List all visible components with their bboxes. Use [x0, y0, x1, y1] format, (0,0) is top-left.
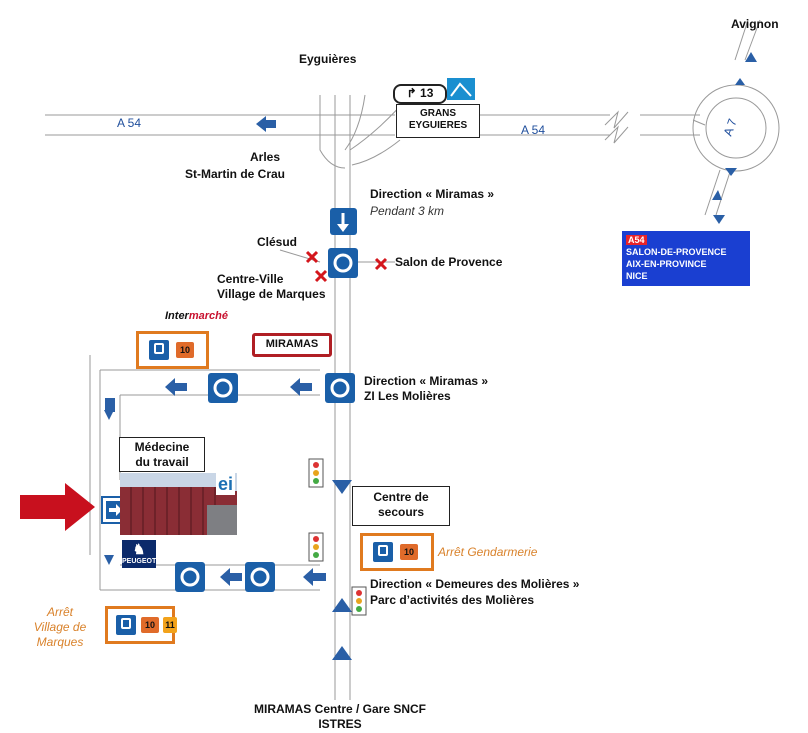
label-a54-left: A 54 — [117, 116, 142, 130]
label-st-martin: St-Martin de Crau — [184, 167, 285, 181]
bus-stop-village: 10 11 — [105, 606, 177, 644]
label-arret-village-2: Village de — [33, 620, 87, 634]
a54-tag: A54 — [626, 235, 647, 245]
label-arret-village-3: Marques — [36, 635, 84, 649]
miramas-sign: MIRAMAS — [252, 333, 332, 357]
medecine-line1: Médecine — [134, 440, 190, 454]
centre-secours-box: Centre de secours — [352, 486, 450, 526]
motorway-direction-sign: A54 SALON-DE-PROVENCE AIX-EN-PROVINCE NI… — [622, 231, 750, 286]
label-arles: Arles — [249, 150, 281, 164]
label-arret-gendarmerie: Arrêt Gendarmerie — [438, 545, 538, 559]
eyguieres-exit-text: EYGUIERES — [408, 120, 468, 131]
sign-line-3: NICE — [626, 271, 648, 281]
a7-interchange — [692, 19, 780, 216]
label-dir-demeures: Direction « Demeures des Molières » — [370, 577, 580, 591]
bus-line-10: 10 — [400, 544, 418, 560]
intermarche-a: Inter — [165, 310, 189, 322]
grans-text: GRANS — [419, 108, 457, 119]
exit-icon: ↱ — [406, 86, 417, 100]
label-village-marques: Village de Marques — [217, 287, 326, 301]
label-dir-miramas: Direction « Miramas » — [370, 187, 495, 201]
grans-sign: GRANS EYGUIERES — [396, 104, 480, 138]
bus-line-10: 10 — [141, 617, 159, 633]
bus-line-11: 11 — [163, 617, 177, 633]
label-eyguieres: Eyguières — [299, 52, 357, 66]
label-dir-miramas-zi: Direction « Miramas » — [364, 374, 489, 388]
sign-line-1: SALON-DE-PROVENCE — [626, 247, 727, 257]
traffic-lights — [308, 458, 367, 616]
bus-stop-intermarche: 10 — [136, 331, 209, 369]
destination-arrow — [20, 483, 95, 531]
label-pendant: Pendant 3 km — [370, 204, 445, 218]
sign-line-2: AIX-EN-PROVINCE — [626, 259, 707, 269]
roundabouts — [175, 248, 358, 592]
centre-secours-line2: secours — [377, 505, 425, 519]
label-salon: Salon de Provence — [395, 255, 503, 269]
label-zi: ZI Les Molières — [364, 389, 451, 403]
peugeot-logo: ♞ PEUGEOT — [122, 540, 156, 568]
label-a54-right: A 54 — [521, 123, 546, 137]
label-istres: ISTRES — [318, 717, 362, 731]
eiffage-logo: ei — [215, 473, 235, 495]
straight-ahead-sign — [330, 208, 357, 235]
bus-icon — [373, 542, 393, 562]
bus-line-10: 10 — [176, 342, 194, 358]
centre-secours-line1: Centre de — [373, 490, 429, 504]
a54-road — [45, 94, 700, 169]
label-miramas-centre: MIRAMAS Centre / Gare SNCF — [253, 702, 427, 716]
bus-stop-gendarmerie: 10 — [360, 533, 434, 571]
label-clesud: Clésud — [257, 235, 298, 249]
closed-exits — [305, 250, 388, 283]
bus-icon — [116, 615, 136, 635]
peugeot-text: PEUGEOT — [122, 558, 157, 565]
direction-arrows — [104, 52, 757, 660]
bus-icon — [149, 340, 169, 360]
exit-number: 13 — [420, 86, 434, 100]
intermarche-b: marché — [188, 310, 228, 322]
intermarche-logo: Intermarché — [165, 310, 228, 322]
medecine-building-photo: ei — [120, 473, 237, 535]
medecine-line2: du travail — [135, 455, 189, 469]
label-avignon: Avignon — [731, 17, 779, 31]
label-centre-ville: Centre-Ville — [217, 272, 284, 286]
medecine-box: Médecine du travail — [119, 437, 205, 472]
exit-13-sign: ↱ 13 — [393, 84, 447, 104]
label-arret-village-1: Arrêt — [46, 605, 73, 619]
label-parc: Parc d’activités des Molières — [370, 593, 535, 607]
lion-icon: ♞ — [132, 541, 146, 557]
toll-icon — [447, 78, 475, 100]
